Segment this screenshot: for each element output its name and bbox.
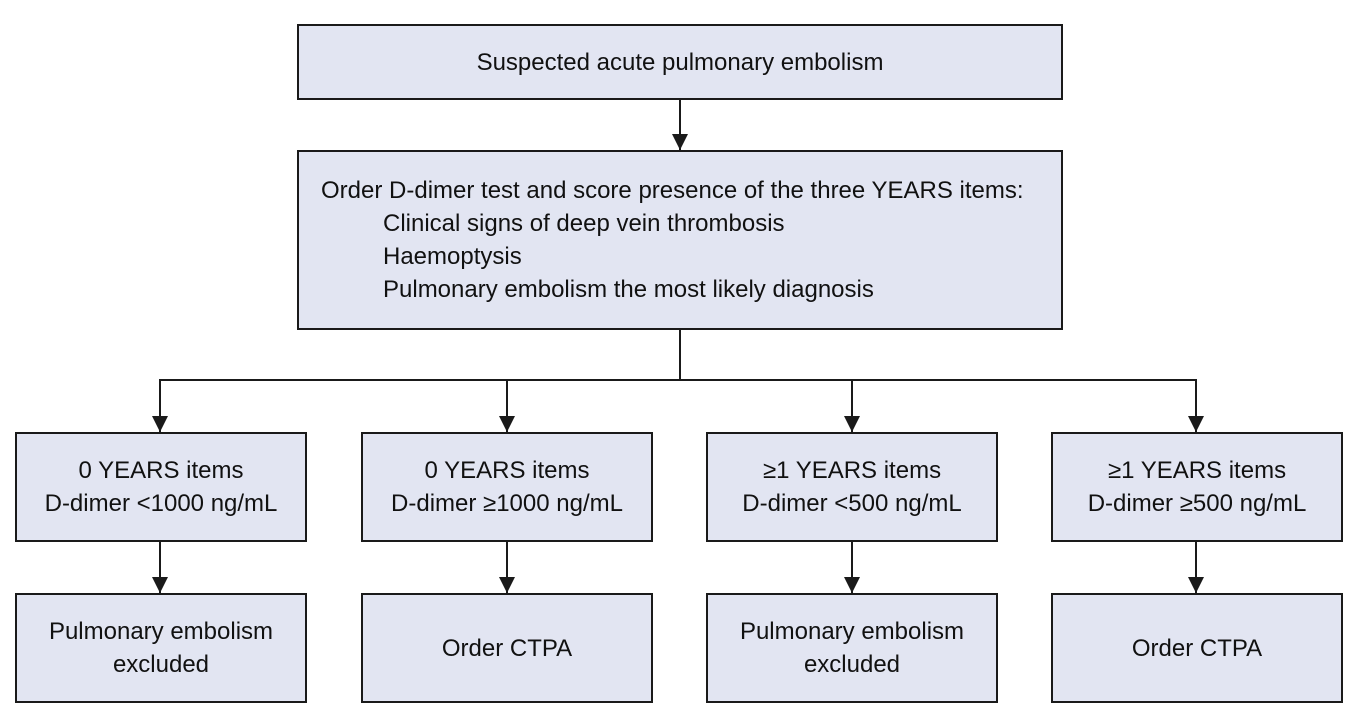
outcome-2-order-ctpa: Order CTPA xyxy=(361,593,653,703)
branch-condition-4: ≥1 YEARS items D-dimer ≥500 ng/mL xyxy=(1051,432,1343,542)
branch-4-years-count: ≥1 YEARS items xyxy=(1107,457,1287,484)
outcome-4-order-ctpa: Order CTPA xyxy=(1051,593,1343,703)
outcome-1-line-1: Pulmonary embolism xyxy=(48,618,274,645)
outcome-1-pe-excluded: Pulmonary embolism excluded xyxy=(15,593,307,703)
branch-4-dimer-threshold: D-dimer ≥500 ng/mL xyxy=(1087,490,1307,517)
years-item-haemoptysis: Haemoptysis xyxy=(383,243,522,270)
branch-3-dimer-threshold: D-dimer <500 ng/mL xyxy=(742,490,962,517)
branch-2-years-count: 0 YEARS items xyxy=(424,457,590,484)
branch-condition-3: ≥1 YEARS items D-dimer <500 ng/mL xyxy=(706,432,998,542)
order-dimer-heading: Order D-dimer test and score presence of… xyxy=(321,177,1024,204)
years-items-list: Clinical signs of deep vein thrombosis H… xyxy=(321,207,1024,306)
order-dimer-content: Order D-dimer test and score presence of… xyxy=(321,174,1024,306)
outcome-3-line-2: excluded xyxy=(803,651,901,678)
years-item-pe-most-likely: Pulmonary embolism the most likely diagn… xyxy=(383,276,874,303)
start-node-label: Suspected acute pulmonary embolism xyxy=(476,48,884,76)
order-dimer-node: Order D-dimer test and score presence of… xyxy=(297,150,1063,330)
branch-3-years-count: ≥1 YEARS items xyxy=(762,457,942,484)
outcome-3-line-1: Pulmonary embolism xyxy=(739,618,965,645)
branch-1-dimer-threshold: D-dimer <1000 ng/mL xyxy=(44,490,278,517)
outcome-3-pe-excluded: Pulmonary embolism excluded xyxy=(706,593,998,703)
branch-1-years-count: 0 YEARS items xyxy=(78,457,244,484)
start-node: Suspected acute pulmonary embolism xyxy=(297,24,1063,100)
branch-condition-1: 0 YEARS items D-dimer <1000 ng/mL xyxy=(15,432,307,542)
outcome-1-line-2: excluded xyxy=(112,651,210,678)
branch-condition-2: 0 YEARS items D-dimer ≥1000 ng/mL xyxy=(361,432,653,542)
outcome-2-line-1: Order CTPA xyxy=(441,634,573,662)
years-item-dvt-signs: Clinical signs of deep vein thrombosis xyxy=(383,210,785,237)
branch-2-dimer-threshold: D-dimer ≥1000 ng/mL xyxy=(391,490,623,517)
outcome-4-line-1: Order CTPA xyxy=(1131,634,1263,662)
